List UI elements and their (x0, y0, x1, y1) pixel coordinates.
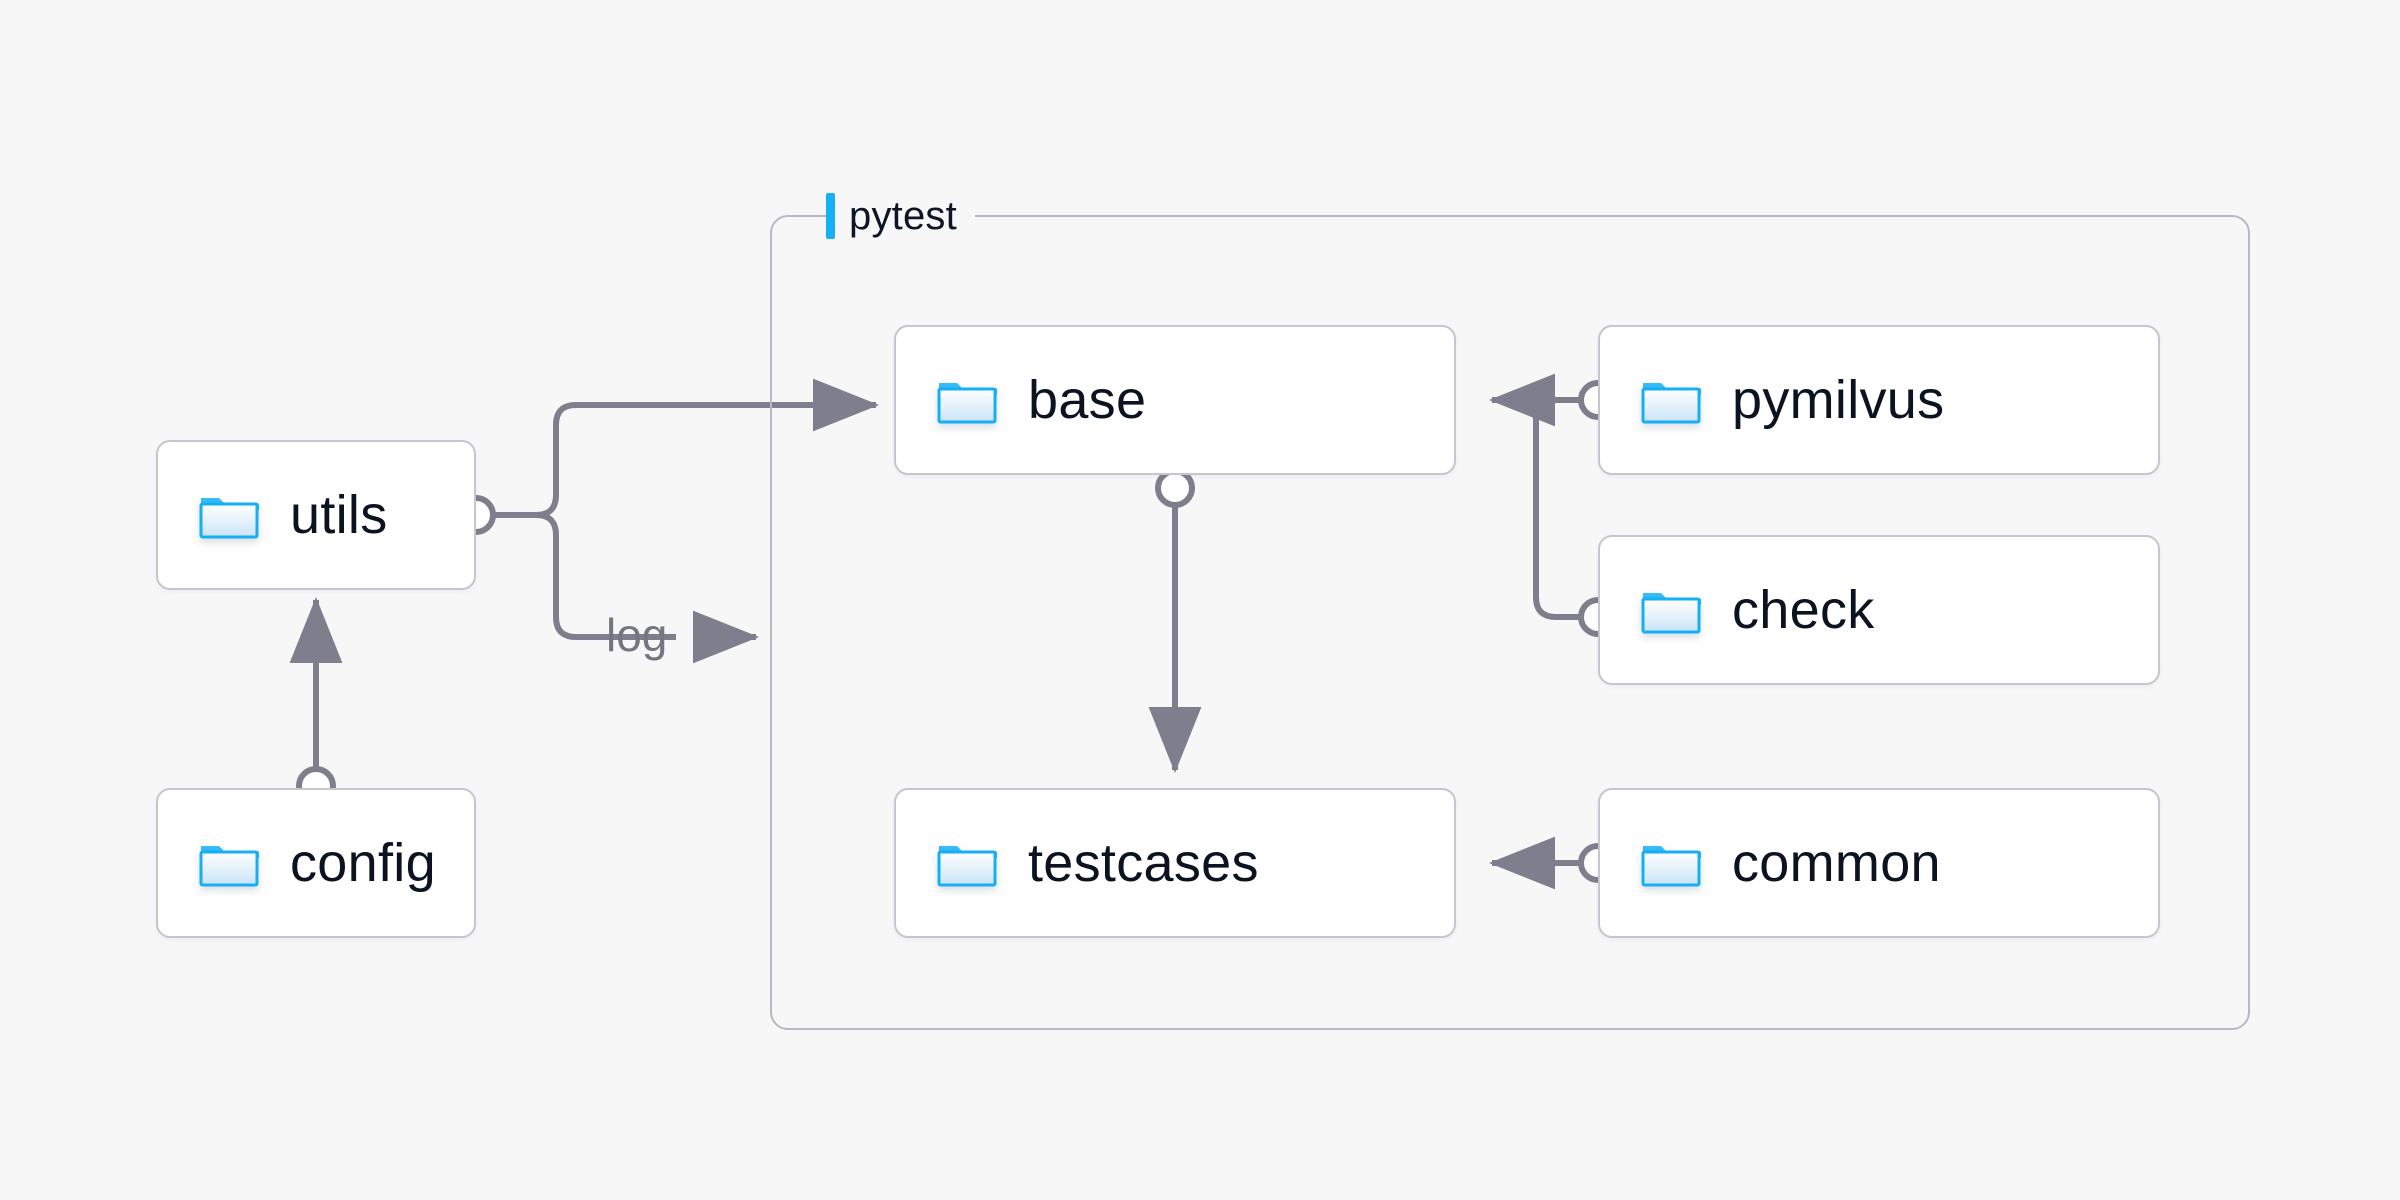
node-label: testcases (1028, 833, 1259, 893)
node-utils[interactable]: utils (156, 440, 476, 590)
node-pymilvus[interactable]: pymilvus (1598, 325, 2160, 475)
pytest-group[interactable] (770, 215, 2250, 1030)
folder-icon (936, 837, 998, 889)
node-label: config (290, 833, 436, 893)
node-check[interactable]: check (1598, 535, 2160, 685)
node-label: utils (290, 485, 388, 545)
node-label: common (1732, 833, 1941, 893)
folder-icon (198, 489, 260, 541)
node-testcases[interactable]: testcases (894, 788, 1456, 938)
folder-icon (1640, 584, 1702, 636)
node-label: check (1732, 580, 1875, 640)
node-config[interactable]: config (156, 788, 476, 938)
folder-icon (936, 374, 998, 426)
folder-icon (1640, 374, 1702, 426)
group-label-text: pytest (849, 193, 957, 238)
edge-label-log: log (606, 609, 668, 661)
group-accent-bar (826, 193, 835, 239)
node-label: pymilvus (1732, 370, 1945, 430)
folder-icon (1640, 837, 1702, 889)
pytest-group-label: pytest (826, 193, 975, 239)
folder-icon (198, 837, 260, 889)
node-common[interactable]: common (1598, 788, 2160, 938)
node-base[interactable]: base (894, 325, 1456, 475)
node-label: base (1028, 370, 1147, 430)
